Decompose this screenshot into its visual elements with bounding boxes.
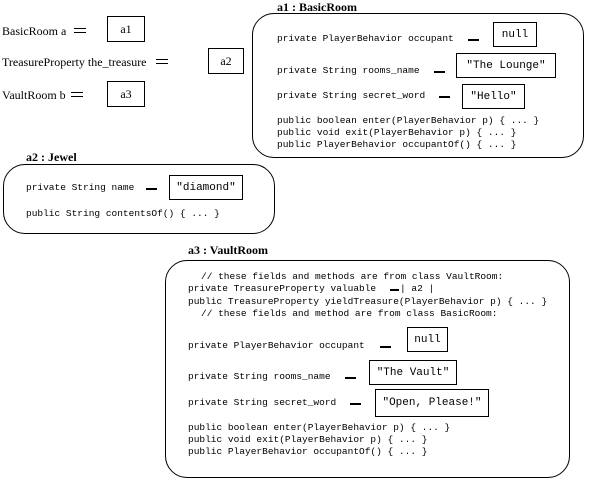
assignment-dash	[434, 71, 445, 73]
equals-sign-bottom	[74, 32, 86, 33]
object-a1-box	[252, 13, 584, 158]
ref-box-a3: a3	[107, 81, 145, 107]
a3-rooms-name-value: "The Vault"	[376, 366, 450, 379]
assignment-dash	[390, 289, 399, 291]
a1-rooms-name-value-box: "The Lounge"	[456, 53, 556, 78]
a3-comment-basicroom: // these fields and method are from clas…	[201, 308, 498, 319]
variable-a-declaration: BasicRoom a	[2, 24, 67, 38]
a1-rooms-name-value: "The Lounge"	[466, 59, 546, 72]
equals-sign-bottom	[156, 63, 168, 64]
ref-box-a1: a1	[107, 16, 145, 42]
object-a3-title: a3 : VaultRoom	[188, 243, 269, 257]
a3-method-exit: public void exit(PlayerBehavior p) { ...…	[188, 434, 428, 445]
a3-occupant-value-box: null	[407, 327, 448, 352]
object-a2-box	[3, 164, 275, 234]
assignment-dash	[380, 346, 391, 348]
a1-method-enter: public boolean enter(PlayerBehavior p) {…	[277, 115, 540, 126]
a1-secret-word-value-box: "Hello"	[462, 84, 525, 109]
a3-secret-word-value-box: "Open, Please!"	[375, 389, 489, 417]
a1-method-exit: public void exit(PlayerBehavior p) { ...…	[277, 127, 517, 138]
object-a3-box	[165, 260, 570, 478]
a3-method-yield-treasure: public TreasureProperty yieldTreasure(Pl…	[188, 296, 548, 307]
a1-method-occupant-of: public PlayerBehavior occupantOf() { ...…	[277, 139, 517, 150]
equals-sign-top	[71, 92, 83, 93]
a3-field-occupant: private PlayerBehavior occupant	[188, 340, 365, 351]
variable-the-treasure-declaration: TreasureProperty the_treasure	[2, 55, 147, 69]
ref-a2-label: a2	[220, 53, 232, 68]
a3-valuable-ref-label: a2	[411, 283, 423, 294]
a1-secret-word-value: "Hello"	[470, 90, 517, 103]
a3-valuable-ref: | a2 |	[400, 283, 435, 294]
ref-box-a2: a2	[208, 48, 244, 74]
assignment-dash	[345, 377, 356, 379]
assignment-dash	[146, 188, 157, 190]
a3-secret-word-value: "Open, Please!"	[382, 397, 482, 409]
a3-rooms-name-value-box: "The Vault"	[369, 360, 457, 385]
assignment-dash	[439, 96, 450, 98]
equals-sign-top	[156, 59, 168, 60]
a2-name-value-box: "diamond"	[169, 175, 243, 200]
a1-field-rooms-name: private String rooms_name	[277, 65, 420, 76]
assignment-dash	[350, 403, 361, 405]
object-a1-title: a1 : BasicRoom	[277, 0, 357, 14]
a1-field-occupant: private PlayerBehavior occupant	[277, 33, 454, 44]
a2-method-contents-of: public String contentsOf() { ... }	[26, 208, 220, 219]
equals-sign-bottom	[71, 96, 83, 97]
a3-field-valuable: private TreasureProperty valuable	[188, 283, 377, 294]
variable-b-declaration: VaultRoom b	[2, 88, 66, 102]
a1-occupant-value: null	[501, 28, 529, 41]
a2-field-name: private String name	[26, 182, 135, 193]
a3-field-secret-word: private String secret_word	[188, 397, 337, 408]
a3-field-rooms-name: private String rooms_name	[188, 371, 331, 382]
a2-name-value: "diamond"	[176, 181, 236, 194]
a3-method-occupant-of: public PlayerBehavior occupantOf() { ...…	[188, 446, 428, 457]
ref-a3-label: a3	[120, 86, 132, 101]
a3-method-enter: public boolean enter(PlayerBehavior p) {…	[188, 422, 451, 433]
ref-a1-label: a1	[120, 21, 132, 36]
equals-sign-top	[74, 28, 86, 29]
object-a2-title: a2 : Jewel	[26, 150, 77, 164]
assignment-dash	[468, 39, 479, 41]
a1-occupant-value-box: null	[493, 22, 537, 47]
a3-comment-vaultroom: // these fields and methods are from cla…	[201, 271, 504, 282]
a1-field-secret-word: private String secret_word	[277, 90, 426, 101]
a3-occupant-value: null	[414, 333, 441, 346]
